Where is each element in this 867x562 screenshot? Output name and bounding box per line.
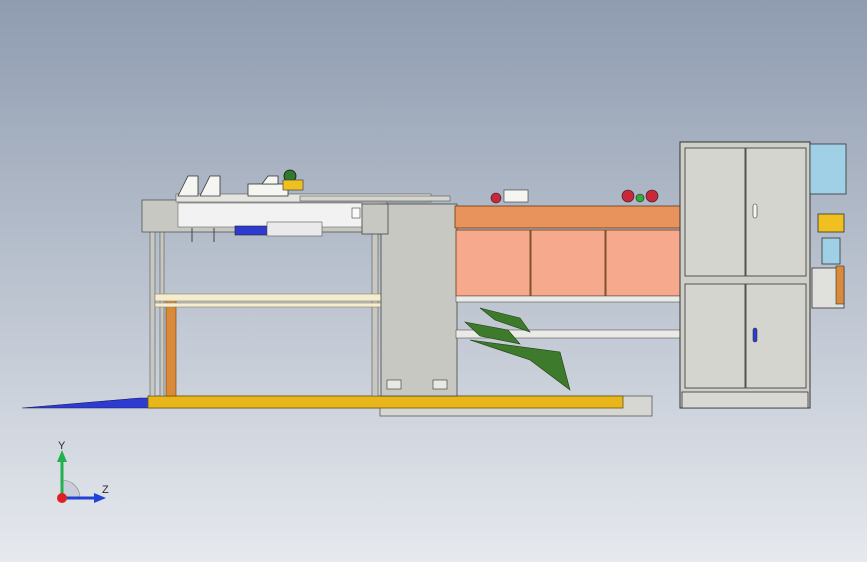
side-frame-top-box: [361, 203, 389, 235]
guide-bracket-1: [177, 175, 199, 197]
conveyor-lower-rail: [455, 295, 683, 303]
coordinate-triad-icon: Y Z: [50, 440, 130, 510]
motor-housing: [809, 143, 847, 195]
motor-orange-part: [835, 265, 845, 305]
cabinet-handle-upper: [752, 203, 758, 219]
conveyor-top-beam: [454, 205, 684, 229]
indicator-red-2: [621, 189, 635, 203]
indicator-red-3: [645, 189, 659, 203]
cabinet-plinth: [681, 391, 809, 409]
blade-2: [469, 339, 571, 391]
mid-post: [371, 227, 379, 397]
feeder-blue-block: [234, 225, 268, 236]
cabinet-handle-lower: [752, 327, 758, 343]
blade-1: [479, 307, 531, 333]
guide-block: [247, 183, 289, 197]
motor-yellow-box: [817, 213, 845, 233]
orange-post: [165, 299, 177, 397]
side-frame-slot-1: [386, 379, 402, 390]
conveyor-panel-3: [605, 229, 681, 297]
base-rail-front: [147, 395, 624, 409]
feed-rail: [299, 195, 451, 202]
guide-bracket-3: [261, 175, 279, 185]
blade-3: [464, 321, 521, 345]
sensor-box: [282, 179, 304, 191]
side-frame-panel: [380, 203, 458, 397]
feeder-end-block: [351, 207, 361, 219]
cabinet-lower-door-left: [684, 283, 746, 389]
guide-bracket-2: [199, 175, 221, 197]
y-axis-arrow: [57, 450, 67, 462]
left-post: [149, 227, 156, 397]
side-frame-slot-2: [432, 379, 448, 390]
indicator-red-1: [490, 192, 502, 204]
z-axis-arrow: [94, 493, 106, 503]
left-post-2: [159, 227, 165, 397]
conveyor-panel-1: [455, 229, 531, 297]
y-axis-label: Y: [58, 440, 66, 452]
z-axis-label: Z: [102, 484, 109, 496]
conveyor-panel-2: [530, 229, 606, 297]
x-axis-dot: [57, 493, 67, 503]
top-housing: [503, 189, 529, 203]
motor-cylinder: [821, 237, 841, 265]
triad-graphic: [57, 450, 106, 503]
indicator-green: [635, 193, 645, 203]
cabinet-upper-door-left: [684, 147, 746, 277]
feeder-under-unit: [266, 221, 323, 237]
